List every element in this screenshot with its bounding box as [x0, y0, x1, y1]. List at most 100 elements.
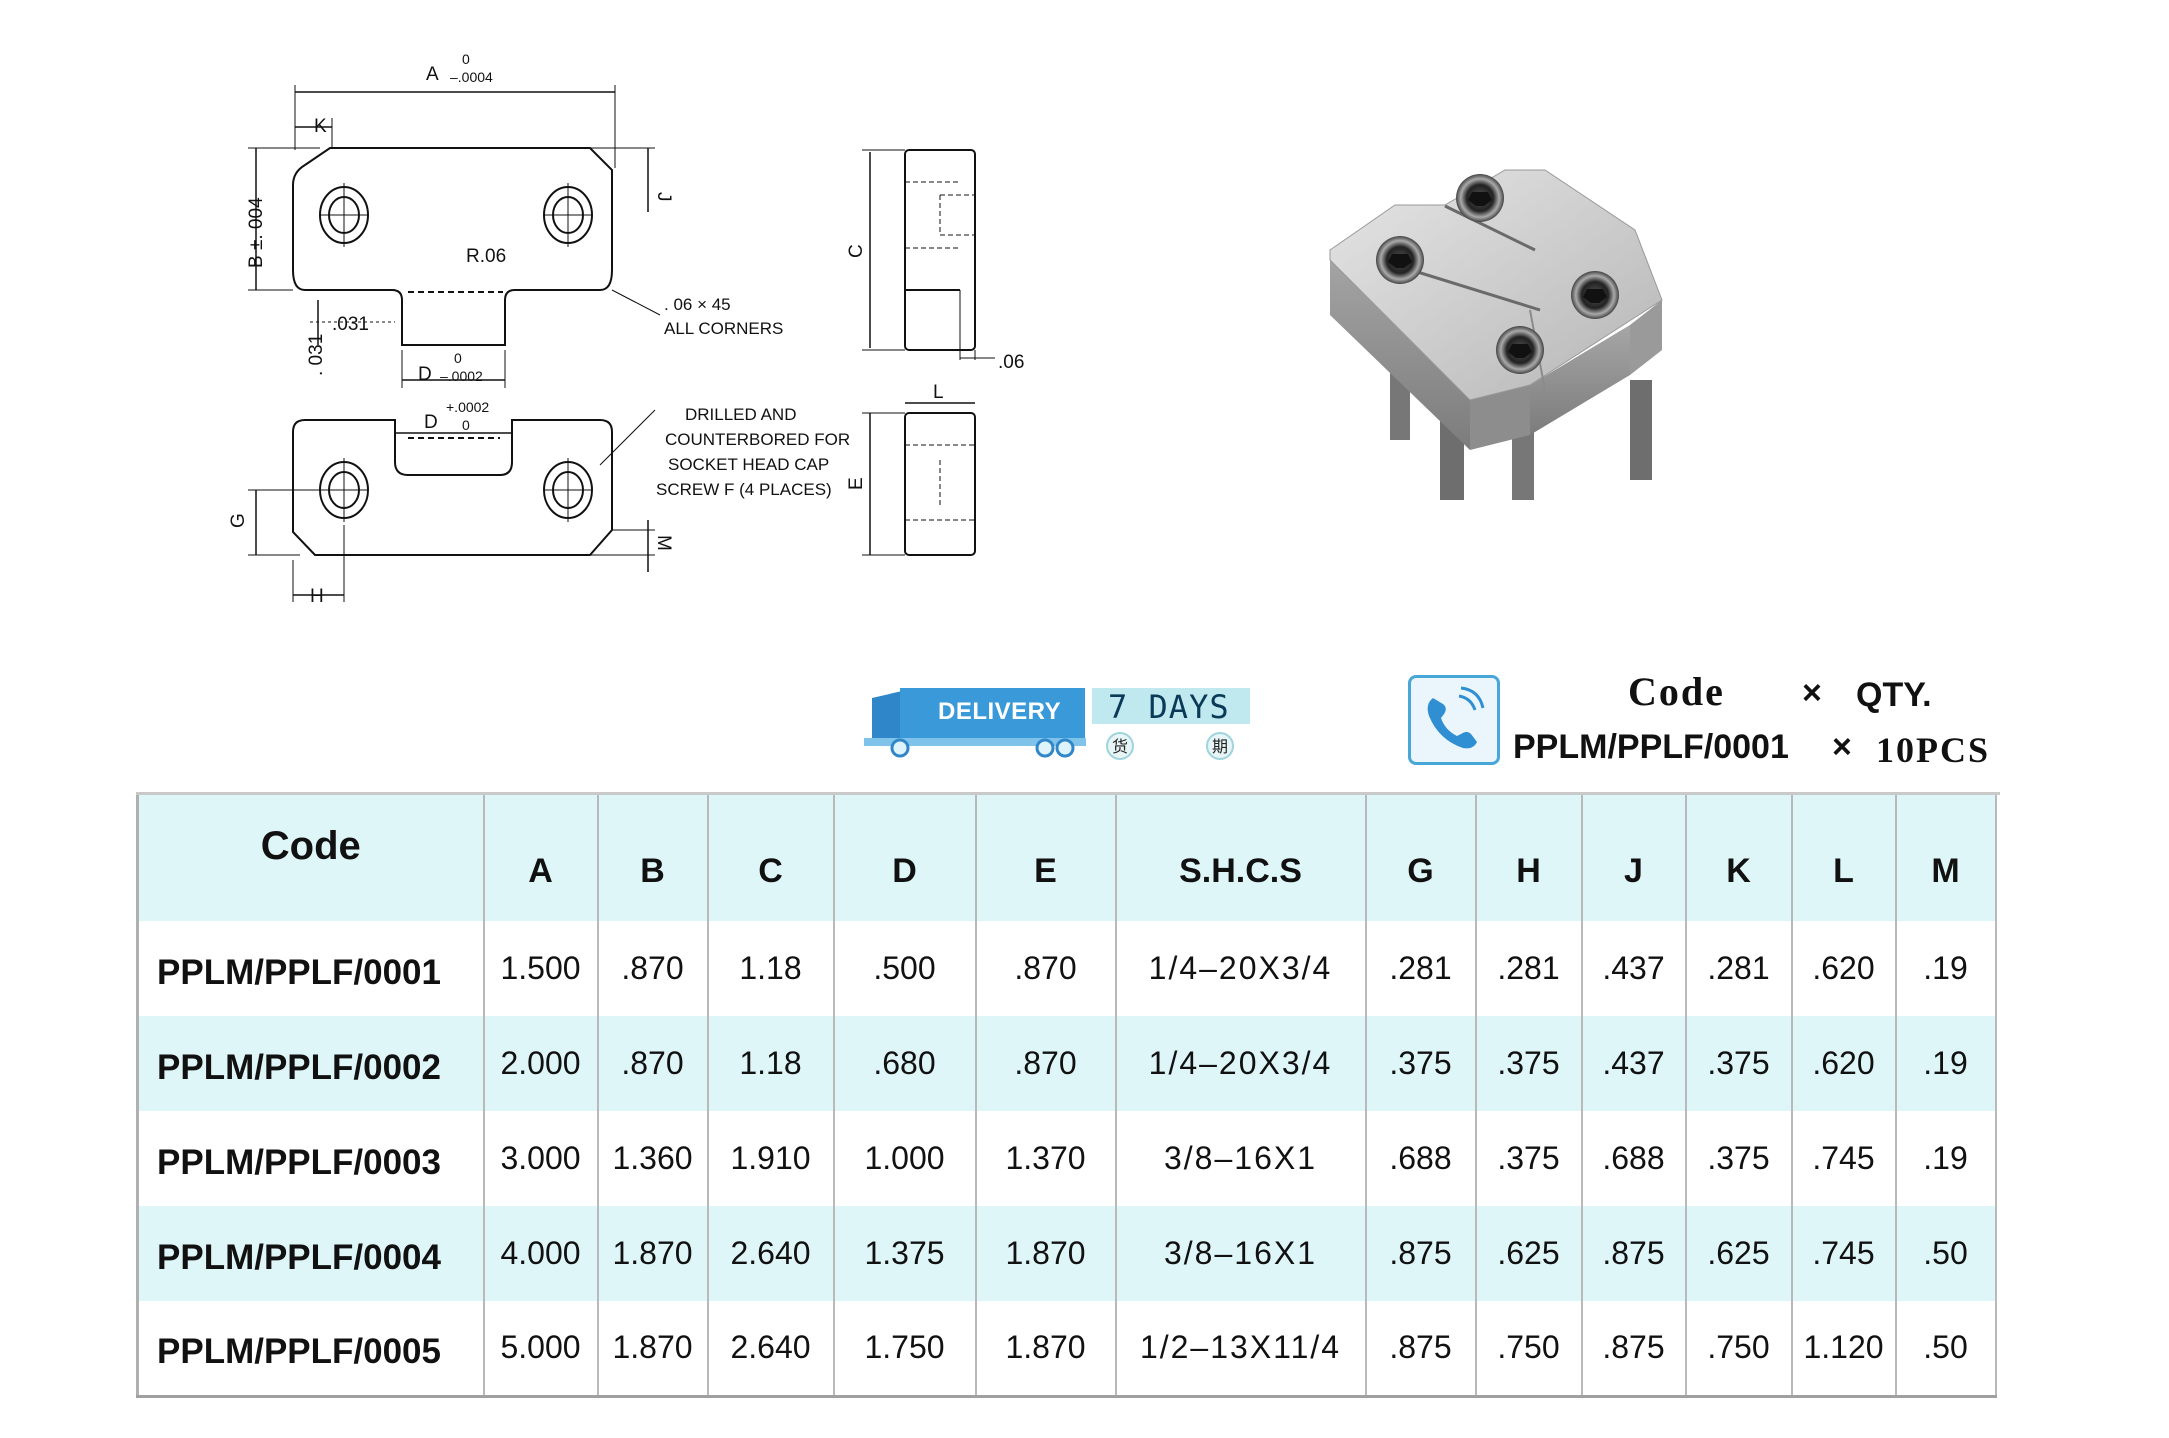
cell-code: PPLM/PPLF/0004	[136, 1206, 485, 1301]
cell-d: 1.000	[833, 1111, 977, 1206]
cell-b: 1.870	[597, 1206, 709, 1301]
dim-d-bottom-label: D	[424, 412, 438, 433]
cell-a: 3.000	[483, 1111, 599, 1206]
cell-h: .625	[1475, 1206, 1583, 1301]
cell-code: PPLM/PPLF/0001	[136, 921, 485, 1016]
truck-icon	[864, 688, 1086, 758]
order-qty-label: QTY.	[1856, 676, 1932, 714]
cell-g: .875	[1365, 1301, 1477, 1398]
delivery-days-box: 7 DAYS	[1092, 688, 1250, 726]
corner-note-line-2: ALL CORNERS	[664, 319, 783, 338]
dim-e-label: E	[846, 477, 867, 490]
cell-d: 1.375	[833, 1206, 977, 1301]
cell-d: 1.750	[833, 1301, 977, 1398]
cell-c: 2.640	[707, 1206, 835, 1301]
cell-h: .375	[1475, 1016, 1583, 1111]
cell-b: 1.870	[597, 1301, 709, 1398]
drill-note-line-1: DRILLED AND	[685, 405, 796, 424]
dim-j-label: J	[653, 192, 674, 202]
cell-code: PPLM/PPLF/0005	[136, 1301, 485, 1398]
drill-note-line-3: SOCKET HEAD CAP	[668, 455, 829, 474]
cell-m: .50	[1895, 1206, 1997, 1301]
cell-k: .625	[1685, 1206, 1793, 1301]
cell-shcs: 1/2–13X11/4	[1115, 1301, 1367, 1398]
cell-d: .500	[833, 921, 977, 1016]
dim-k-label: K	[314, 116, 327, 137]
table-row: PPLM/PPLF/0001 1.500 .870 1.18 .500 .870…	[136, 921, 1997, 1016]
cell-j: .437	[1581, 1016, 1687, 1111]
drill-note-line-4: SCREW F (4 PLACES)	[656, 480, 832, 499]
cell-k: .375	[1685, 1111, 1793, 1206]
cell-code: PPLM/PPLF/0002	[136, 1016, 485, 1111]
dim-a-tol-lower: –.0004	[450, 69, 493, 85]
order-code-value: PPLM/PPLF/0001	[1513, 728, 1789, 766]
header-h: H	[1475, 795, 1583, 921]
cell-l: .745	[1791, 1111, 1897, 1206]
cell-j: .875	[1581, 1301, 1687, 1398]
cell-h: .750	[1475, 1301, 1583, 1398]
cell-g: .875	[1365, 1206, 1477, 1301]
order-times-1: ×	[1802, 674, 1822, 712]
cell-c: 1.18	[707, 921, 835, 1016]
table-row: PPLM/PPLF/0002 2.000 .870 1.18 .680 .870…	[136, 1016, 1997, 1111]
dim-a-tol-upper: 0	[462, 51, 470, 67]
cell-e: .870	[975, 1016, 1117, 1111]
dim-06-label: .06	[998, 352, 1024, 373]
cell-a: 4.000	[483, 1206, 599, 1301]
cell-c: 1.18	[707, 1016, 835, 1111]
header-d: D	[833, 795, 977, 921]
cell-k: .750	[1685, 1301, 1793, 1398]
dim-031-v-label: . 031	[306, 334, 327, 376]
cell-code: PPLM/PPLF/0003	[136, 1111, 485, 1206]
header-b: B	[597, 795, 709, 921]
dim-c-label: C	[846, 244, 867, 258]
cell-h: .375	[1475, 1111, 1583, 1206]
cell-l: .745	[1791, 1206, 1897, 1301]
header-e: E	[975, 795, 1117, 921]
cell-j: .437	[1581, 921, 1687, 1016]
dim-d-top-label: D	[418, 364, 432, 385]
cell-m: .19	[1895, 1111, 1997, 1206]
table-header-row: Code A B C D E S.H.C.S G H J K L M	[136, 795, 1997, 921]
header-code: Code	[136, 795, 485, 921]
cell-j: .688	[1581, 1111, 1687, 1206]
cell-b: .870	[597, 1016, 709, 1111]
cell-l: 1.120	[1791, 1301, 1897, 1398]
cell-a: 5.000	[483, 1301, 599, 1398]
delivery-sub-2: 期	[1206, 732, 1234, 760]
table-row: PPLM/PPLF/0004 4.000 1.870 2.640 1.375 1…	[136, 1206, 1997, 1301]
cell-shcs: 3/8–16X1	[1115, 1111, 1367, 1206]
header-c: C	[707, 795, 835, 921]
order-qty-value: 10PCS	[1876, 730, 1991, 770]
cell-shcs: 1/4–20X3/4	[1115, 921, 1367, 1016]
cell-l: .620	[1791, 1016, 1897, 1111]
cell-g: .375	[1365, 1016, 1477, 1111]
cell-shcs: 1/4–20X3/4	[1115, 1016, 1367, 1111]
dim-031-h-label: .031	[332, 314, 369, 335]
delivery-days: 7 DAYS	[1108, 688, 1230, 726]
order-times-2: ×	[1832, 728, 1852, 766]
cell-b: 1.360	[597, 1111, 709, 1206]
delivery-sub-1: 货	[1106, 732, 1134, 760]
dim-a-label: A	[426, 64, 439, 85]
dim-b-label: B ±. 004	[246, 197, 267, 268]
cell-d: .680	[833, 1016, 977, 1111]
cell-m: .19	[1895, 1016, 1997, 1111]
cell-l: .620	[1791, 921, 1897, 1016]
header-shcs: S.H.C.S	[1115, 795, 1367, 921]
spec-table: Code A B C D E S.H.C.S G H J K L M PPLM/…	[136, 795, 1997, 1398]
header-j: J	[1581, 795, 1687, 921]
header-m: M	[1895, 795, 1997, 921]
table-row: PPLM/PPLF/0003 3.000 1.360 1.910 1.000 1…	[136, 1111, 1997, 1206]
dim-m-label: M	[653, 535, 674, 551]
product-photo	[1329, 169, 1663, 500]
technical-drawing: A 0 –.0004 K B ±. 004 J R.06 .031 . 031 …	[228, 51, 1024, 607]
drill-note-line-2: COUNTERBORED FOR	[665, 430, 850, 449]
cell-g: .281	[1365, 921, 1477, 1016]
cell-k: .281	[1685, 921, 1793, 1016]
cell-k: .375	[1685, 1016, 1793, 1111]
table-row: PPLM/PPLF/0005 5.000 1.870 2.640 1.750 1…	[136, 1301, 1997, 1398]
dim-r-label: R.06	[466, 246, 506, 267]
header-a: A	[483, 795, 599, 921]
cell-a: 1.500	[483, 921, 599, 1016]
